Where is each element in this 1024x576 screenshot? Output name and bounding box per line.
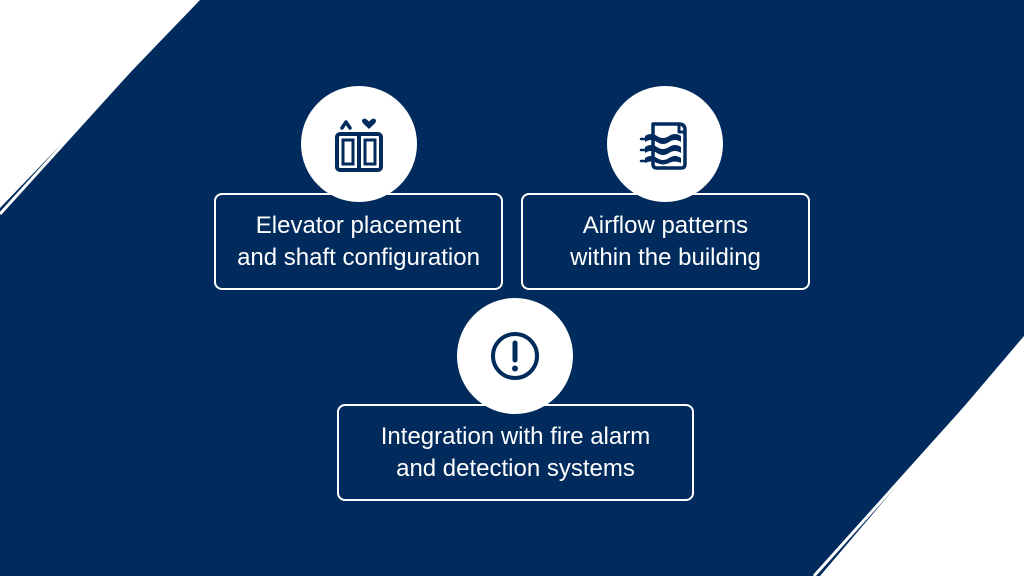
bottom-right-stripe (812, 340, 1024, 576)
elevator-card-label: Elevator placement and shaft configurati… (237, 211, 480, 271)
fire-alarm-card: Integration with fire alarm and detectio… (337, 404, 694, 501)
elevator-icon-circle (301, 86, 417, 202)
airflow-building-icon (639, 122, 687, 170)
airflow-card: Airflow patterns within the building (521, 193, 810, 290)
airflow-icon-circle (607, 86, 723, 202)
elevator-card: Elevator placement and shaft configurati… (214, 193, 503, 290)
top-left-stripe (0, 0, 196, 216)
airflow-card-label: Airflow patterns within the building (570, 211, 761, 271)
alert-icon-circle (457, 298, 573, 414)
fire-alarm-card-label: Integration with fire alarm and detectio… (380, 422, 651, 482)
alert-icon (491, 332, 539, 380)
elevator-icon (335, 118, 383, 172)
